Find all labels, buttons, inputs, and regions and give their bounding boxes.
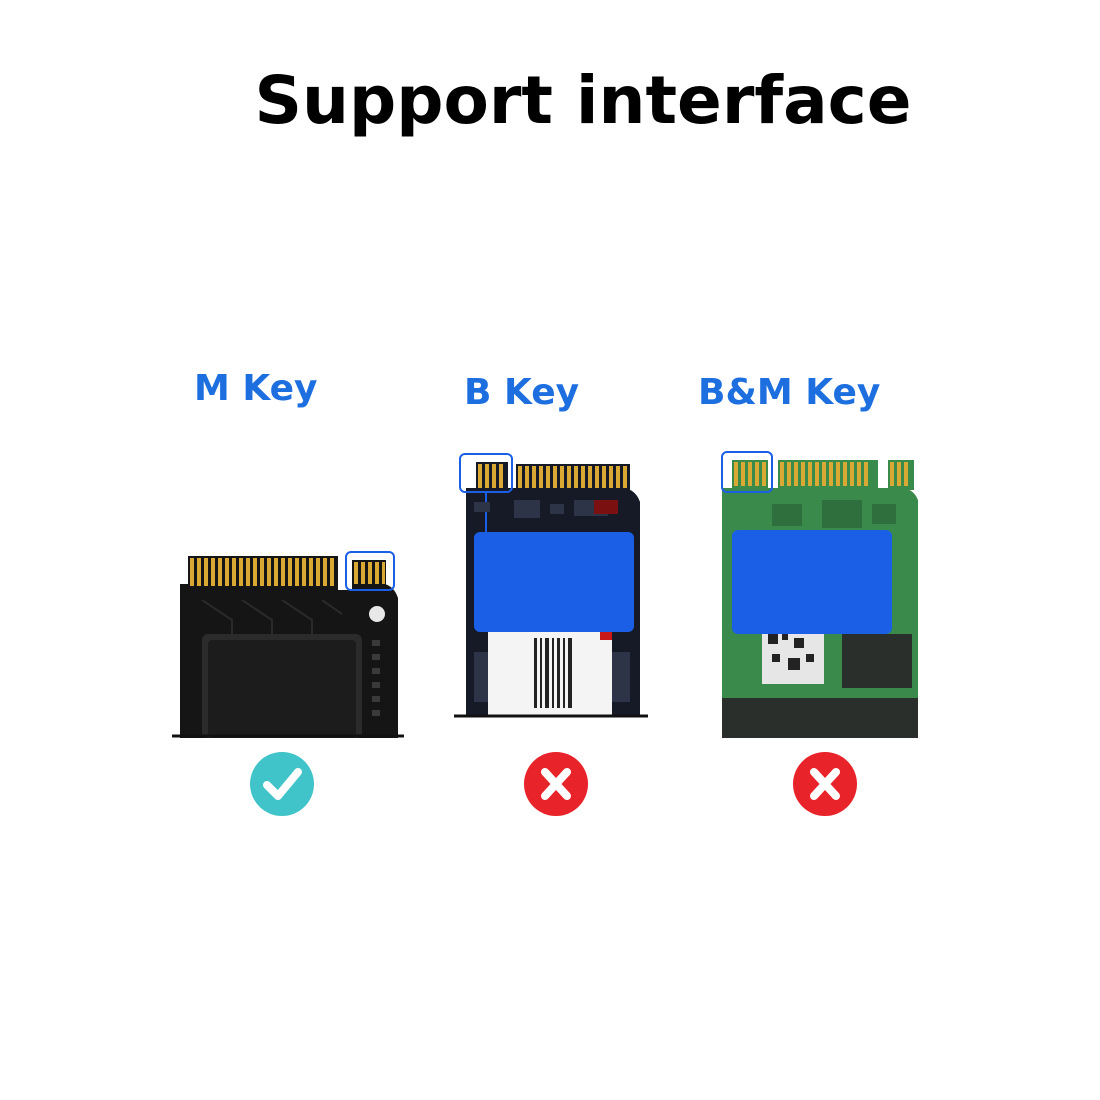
card-label-bm-key: B&M Key xyxy=(698,372,881,413)
unsupported-cross-icon-bm-key xyxy=(793,752,857,816)
unsupported-cross-icon-b-key xyxy=(524,752,588,816)
bm-key-board-image xyxy=(712,448,926,738)
page-title: Support interface xyxy=(254,62,912,139)
m-key-board-image xyxy=(172,550,404,738)
supported-check-icon xyxy=(250,752,314,816)
card-label-m-key: M Key xyxy=(194,368,318,409)
card-label-b-key: B Key xyxy=(464,372,580,413)
b-key-board-image xyxy=(454,452,648,718)
